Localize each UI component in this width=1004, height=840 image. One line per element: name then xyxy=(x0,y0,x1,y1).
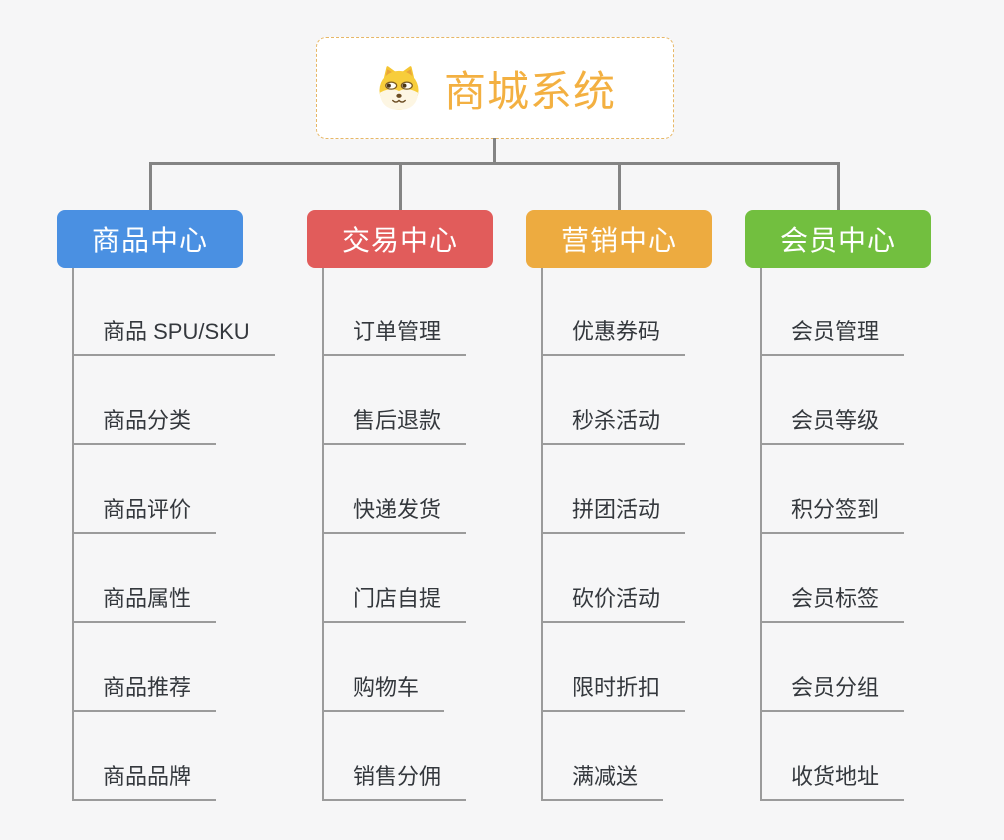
leaf-node[interactable]: 售后退款 xyxy=(322,408,467,445)
leaf-node[interactable]: 商品品牌 xyxy=(72,764,217,801)
leaf-node[interactable]: 限时折扣 xyxy=(541,675,686,712)
leaf-node[interactable]: 秒杀活动 xyxy=(541,408,686,445)
leaf-node[interactable]: 商品分类 xyxy=(72,408,217,445)
leaf-node[interactable]: 订单管理 xyxy=(322,319,467,356)
leaf-node[interactable]: 商品属性 xyxy=(72,586,217,623)
leaf-node[interactable]: 快递发货 xyxy=(322,497,467,534)
leaf-node[interactable]: 满减送 xyxy=(541,764,664,801)
leaf-node[interactable]: 积分签到 xyxy=(760,497,905,534)
child-branch-line xyxy=(72,268,74,801)
leaf-node[interactable]: 拼团活动 xyxy=(541,497,686,534)
leaf-node[interactable]: 商品推荐 xyxy=(72,675,217,712)
leaf-node[interactable]: 优惠券码 xyxy=(541,319,686,356)
connector-root-stub xyxy=(493,138,496,165)
child-branch-line xyxy=(541,268,543,801)
root-node[interactable]: 商城系统 xyxy=(316,37,674,139)
connector-drop xyxy=(399,162,402,210)
child-branch-line xyxy=(760,268,762,801)
leaf-node[interactable]: 会员标签 xyxy=(760,586,905,623)
branch-node-3[interactable]: 营销中心 xyxy=(526,210,712,268)
branch-node-4[interactable]: 会员中心 xyxy=(745,210,931,268)
leaf-node[interactable]: 商品 SPU/SKU xyxy=(72,319,275,356)
leaf-node[interactable]: 会员等级 xyxy=(760,408,905,445)
connector-drop xyxy=(149,162,152,210)
connector-drop xyxy=(618,162,621,210)
root-title: 商城系统 xyxy=(443,67,616,115)
branch-node-1[interactable]: 商品中心 xyxy=(57,210,243,268)
child-branch-line xyxy=(322,268,324,801)
connector-horizontal-rail xyxy=(149,162,840,165)
dog-icon xyxy=(379,66,419,110)
leaf-node[interactable]: 会员管理 xyxy=(760,319,905,356)
connector-drop xyxy=(837,162,840,210)
branch-node-2[interactable]: 交易中心 xyxy=(307,210,493,268)
leaf-node[interactable]: 收货地址 xyxy=(760,764,905,801)
leaf-node[interactable]: 商品评价 xyxy=(72,497,217,534)
leaf-node[interactable]: 门店自提 xyxy=(322,586,467,623)
leaf-node[interactable]: 会员分组 xyxy=(760,675,905,712)
leaf-node[interactable]: 砍价活动 xyxy=(541,586,686,623)
leaf-node[interactable]: 购物车 xyxy=(322,675,445,712)
leaf-node[interactable]: 销售分佣 xyxy=(322,764,467,801)
